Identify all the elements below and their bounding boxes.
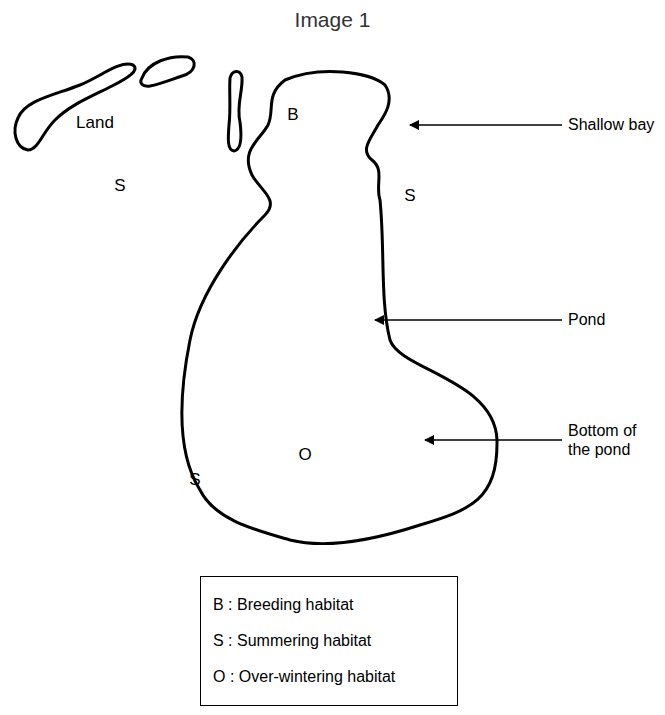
region-name: Land — [76, 113, 114, 133]
habitat-letter: O — [298, 445, 311, 465]
legend-entry: S : Summering habitat — [213, 623, 445, 659]
legend-entry: B : Breeding habitat — [213, 587, 445, 623]
land-patch — [228, 71, 242, 151]
callout-label: Shallow bay — [568, 115, 654, 134]
callout-label: Pond — [568, 310, 605, 329]
habitat-letter: S — [189, 470, 200, 490]
leader-arrow — [410, 124, 562, 126]
leader-arrow — [375, 319, 562, 321]
pond-outline — [182, 72, 497, 544]
habitat-letter: S — [114, 176, 125, 196]
legend-box: B : Breeding habitatS : Summering habita… — [200, 576, 458, 706]
figure-title: Image 1 — [0, 8, 665, 32]
habitat-letter: S — [404, 186, 415, 206]
land-patch — [141, 57, 194, 86]
legend-entry: O : Over-wintering habitat — [213, 659, 445, 695]
callout-label: Bottom of the pond — [568, 421, 660, 459]
leader-arrow — [425, 439, 562, 441]
habitat-letter: B — [287, 105, 298, 125]
land-patch — [15, 64, 135, 150]
